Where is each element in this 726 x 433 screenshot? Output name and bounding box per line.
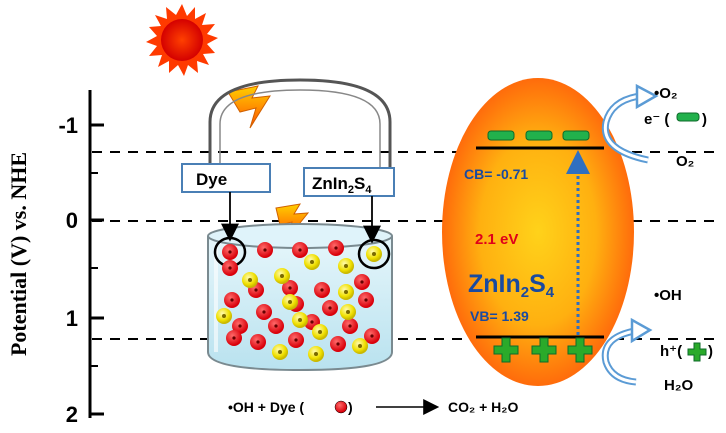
water-label: H₂O — [664, 377, 693, 394]
dye-particle-dot — [238, 324, 242, 328]
potential-axis: -1 0 1 2 Potential (V) vs. NHE — [6, 90, 104, 427]
dye-particle-dot — [370, 334, 374, 338]
tick-label-0: 0 — [66, 208, 78, 233]
dye-particle-dot — [320, 288, 324, 292]
dashed-reference-lines — [92, 151, 718, 340]
dye-particle-dot — [254, 288, 258, 292]
dye-particle-dot — [328, 306, 332, 310]
cb-label: CB= -0.71 — [464, 166, 528, 182]
catalyst-particle-dot — [372, 252, 376, 256]
dye-particle-dot — [348, 324, 352, 328]
holes — [493, 337, 593, 363]
catalyst-particle-dot — [280, 274, 284, 278]
oxygen-label: O₂ — [676, 153, 694, 170]
catalyst-center-label: ZnIn2S4 — [468, 270, 555, 301]
catalyst-particle-dot — [310, 260, 314, 264]
dye-particle-dot — [298, 248, 302, 252]
sun-icon — [146, 4, 218, 76]
dye-label-box: Dye — [181, 163, 271, 193]
oxidation-curved-arrow — [601, 317, 653, 386]
catalyst-particle-dot — [288, 300, 292, 304]
electron-legend-prefix: e⁻ ( — [644, 111, 669, 128]
electron-legend-icon — [676, 112, 700, 122]
dye-particle-dot — [228, 266, 232, 270]
tick-label-minus1: -1 — [58, 113, 78, 138]
tick-label-1: 1 — [66, 306, 78, 331]
dye-particle-dot — [230, 298, 234, 302]
dye-particle-dot — [263, 248, 267, 252]
catalyst-particle-dot — [318, 330, 322, 334]
tick-label-2: 2 — [66, 402, 78, 427]
dye-particle-dot — [364, 298, 368, 302]
znin2s4-label-box: ZnIn2S4 — [303, 167, 395, 197]
electron-legend-suffix: ) — [702, 111, 707, 128]
equation-dye-icon — [334, 400, 348, 414]
dye-particle-dot — [310, 320, 314, 324]
dye-particle-dot — [360, 280, 364, 284]
hole-legend: h⁺( ) — [660, 342, 713, 362]
catalyst-highlight-circle — [357, 238, 391, 270]
dye-particle-dot — [274, 324, 278, 328]
hole-legend-suffix: ) — [708, 343, 713, 360]
dye-label: Dye — [196, 170, 227, 189]
hole-legend-icon — [687, 342, 707, 362]
lightning-bolt-icon — [227, 85, 271, 129]
catalyst-particle-dot — [358, 344, 362, 348]
reaction-equation: •OH + Dye ( ) CO₂ + H₂O — [228, 399, 519, 415]
catalyst-particle-dot — [222, 314, 226, 318]
equation-mid: ) — [348, 399, 353, 415]
equation-left: •OH + Dye ( — [228, 399, 304, 415]
znin2s4-box-text: ZnIn2S4 — [312, 174, 372, 196]
dye-particle-dot — [228, 250, 232, 254]
catalyst-particle-dot — [278, 350, 282, 354]
reduction-curved-arrow — [601, 83, 659, 164]
axis-ticks — [90, 123, 104, 416]
electron-legend: e⁻ ( ) — [644, 111, 707, 128]
dye-particle-dot — [256, 340, 260, 344]
vb-label: VB= 1.39 — [470, 308, 529, 324]
bandgap-label: 2.1 eV — [475, 231, 518, 248]
dye-particle-dot — [232, 336, 236, 340]
dye-particle-dot — [336, 342, 340, 346]
catalyst-particle-dot — [346, 310, 350, 314]
dye-particle-dot — [288, 286, 292, 290]
particles — [216, 240, 382, 362]
catalyst-particle-dot — [344, 290, 348, 294]
catalyst-particle-dot — [314, 352, 318, 356]
catalyst-particle-dot — [248, 278, 252, 282]
catalyst-particle-dot — [344, 264, 348, 268]
hydroxyl-radical-label: •OH — [654, 287, 682, 304]
equation-right: CO₂ + H₂O — [448, 399, 519, 415]
catalyst-particle-dot — [298, 318, 302, 322]
electrons — [487, 130, 590, 141]
dye-particle-dot — [294, 338, 298, 342]
dye-particle-dot — [334, 246, 338, 250]
hole-legend-prefix: h⁺( — [660, 343, 682, 360]
axis-title: Potential (V) vs. NHE — [6, 152, 31, 356]
superoxide-label: •O₂ — [654, 85, 678, 102]
dye-particle-dot — [262, 310, 266, 314]
